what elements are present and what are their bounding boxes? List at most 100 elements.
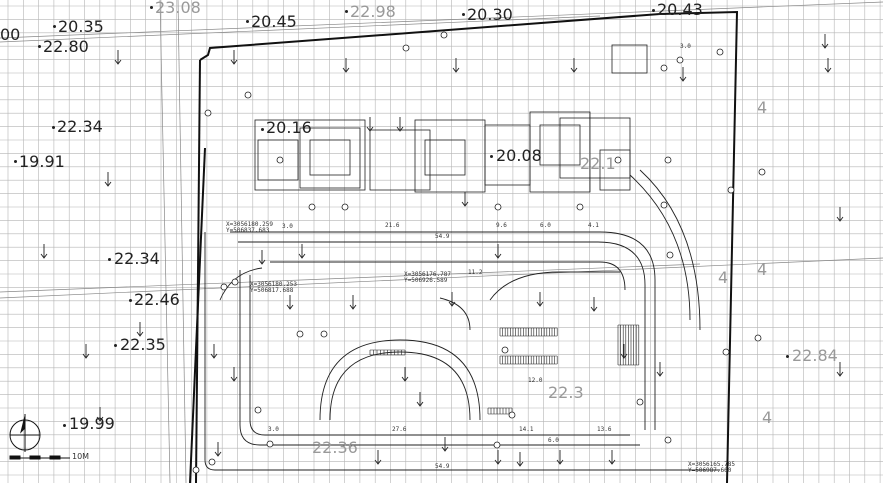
flow-arrow: [441, 437, 449, 452]
manhole-marker: [208, 458, 216, 466]
flow-arrow: [230, 50, 238, 65]
spot-elevation: 22.34: [114, 249, 160, 268]
manhole-marker: [501, 346, 509, 354]
spot-dot: [345, 10, 348, 13]
level-marker: 4: [757, 98, 768, 117]
manhole-marker: [231, 278, 239, 286]
dimension-label: 3.0: [268, 426, 279, 433]
coordinate-label: X=3056180.259: [226, 221, 273, 228]
flow-arrow: [82, 344, 90, 359]
flow-arrow: [40, 244, 48, 259]
flow-arrow: [494, 450, 502, 465]
manhole-marker: [666, 251, 674, 259]
manhole-marker: [296, 330, 304, 338]
manhole-marker: [276, 156, 284, 164]
coordinate-label: Y=506926.589: [404, 277, 448, 284]
flow-arrow: [536, 292, 544, 307]
flow-arrow: [136, 322, 144, 337]
spot-dot: [261, 128, 264, 131]
manhole-marker: [660, 64, 668, 72]
manhole-marker: [576, 203, 584, 211]
spot-dot: [63, 424, 66, 427]
spot-elevation: 20.08: [496, 146, 542, 165]
spot-elevation: 22.3: [548, 383, 584, 402]
spot-elevation: 00: [0, 25, 21, 44]
dimension-label: 13.6: [597, 426, 612, 433]
spot-dot: [246, 20, 249, 23]
spot-elevation: 20.30: [467, 5, 513, 24]
manhole-marker: [758, 168, 766, 176]
manhole-marker: [440, 31, 448, 39]
spot-dot: [652, 9, 655, 12]
manhole-marker: [402, 44, 410, 52]
flow-arrow: [342, 58, 350, 73]
flow-arrow: [366, 117, 374, 132]
manhole-marker: [341, 203, 349, 211]
manhole-marker: [493, 441, 501, 449]
flow-arrow: [230, 367, 238, 382]
flow-arrow: [836, 207, 844, 222]
flow-arrow: [452, 58, 460, 73]
spot-elevation: 19.99: [69, 414, 115, 433]
manhole-marker: [754, 334, 762, 342]
manhole-marker: [508, 411, 516, 419]
coordinate-label: Y=506817.688: [250, 287, 294, 294]
dimension-label: 12.0: [528, 377, 543, 384]
manhole-marker: [254, 406, 262, 414]
manhole-marker: [676, 56, 684, 64]
dimension-label: 3.0: [282, 223, 293, 230]
manhole-marker: [204, 109, 212, 117]
coordinate-label: X=3056165.785: [688, 461, 735, 468]
spot-dot: [108, 258, 111, 261]
spot-dot: [52, 126, 55, 129]
flow-arrow: [461, 192, 469, 207]
flow-arrows: [40, 34, 844, 467]
spot-elevation: 22.80: [43, 37, 89, 56]
dimension-label: 9.6: [496, 222, 507, 229]
manhole-marker: [660, 201, 668, 209]
spot-elevation: 20.35: [58, 17, 104, 36]
flow-arrow: [590, 297, 598, 312]
dimension-label: 11.2: [468, 269, 483, 276]
flow-arrow: [286, 295, 294, 310]
spot-dot: [53, 25, 56, 28]
manhole-marker: [664, 156, 672, 164]
dimension-label: 54.9: [435, 463, 450, 470]
spot-elevation: 20.43: [657, 0, 703, 19]
spot-dot: [14, 160, 17, 163]
dimension-label: 27.6: [392, 426, 407, 433]
flow-arrow: [416, 392, 424, 407]
flow-arrow: [824, 58, 832, 73]
flow-arrow: [656, 362, 664, 377]
manhole-marker: [614, 156, 622, 164]
flow-arrow: [679, 67, 687, 82]
spot-elevation: 23.08: [155, 0, 201, 17]
spot-dot: [114, 344, 117, 347]
flow-arrow: [374, 450, 382, 465]
spot-dot: [462, 13, 465, 16]
flow-arrow: [298, 244, 306, 259]
manhole-marker: [192, 466, 200, 474]
flow-arrow: [836, 362, 844, 377]
dimension-label: 6.0: [548, 437, 559, 444]
spot-elevation: 22.84: [792, 346, 838, 365]
spot-elevation: 19.91: [19, 152, 65, 171]
manhole-marker: [722, 348, 730, 356]
spot-dot: [150, 6, 153, 9]
coordinate-label: X=3056180.253: [250, 281, 297, 288]
spot-elevation: 22.34: [57, 117, 103, 136]
spot-dot: [129, 299, 132, 302]
internal-roads: [204, 169, 720, 471]
flow-arrow: [821, 34, 829, 49]
flow-arrow: [210, 344, 218, 359]
parking-stalls: [369, 324, 640, 415]
flow-arrow: [516, 452, 524, 467]
north-arrow: [9, 414, 41, 452]
flow-arrow: [214, 442, 222, 457]
spot-elevation: 22.46: [134, 290, 180, 309]
manhole-marker: [320, 330, 328, 338]
coordinate-label: Y=506837.683: [226, 227, 270, 234]
spot-dot: [490, 155, 493, 158]
